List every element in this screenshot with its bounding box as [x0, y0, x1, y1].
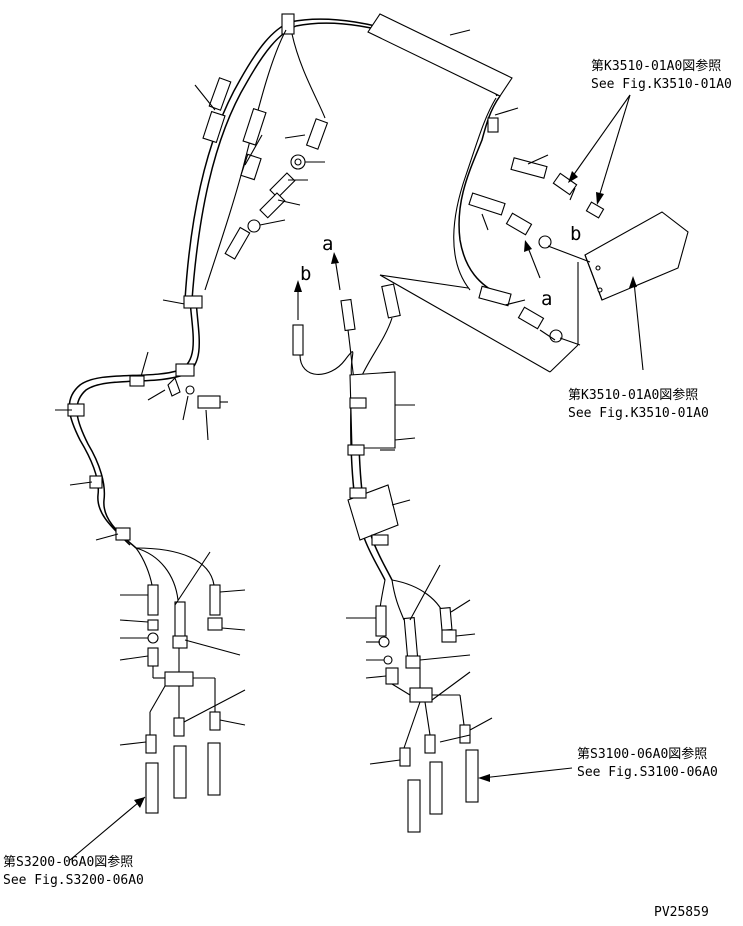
- bottom-center-bracket: [409, 687, 433, 703]
- marker-a-right: a: [541, 288, 552, 310]
- clamp-2: [175, 363, 195, 377]
- ref-bottom-left-jp: 第S3200-06A0図参照: [3, 854, 133, 870]
- marker-b-right: b: [570, 223, 581, 245]
- ref-mid-right-en: See Fig.K3510-01A0: [568, 406, 709, 421]
- top-hose-assembly: [184, 13, 513, 301]
- center-sleeve-2: [347, 484, 399, 541]
- ref-top-right-jp: 第K3510-01A0図参照: [591, 58, 721, 74]
- bottom-left-fittings: [69, 551, 246, 861]
- marker-b-left: b: [300, 263, 311, 285]
- drawing-id: PV25859: [654, 905, 709, 920]
- bottom-center-fittings: [346, 564, 573, 833]
- right-clamp: [487, 117, 499, 133]
- bottom-left-bracket: [164, 671, 194, 687]
- marker-a-left: a: [322, 233, 333, 255]
- ref-mid-right-jp: 第K3510-01A0図参照: [568, 387, 698, 403]
- center-sleeve-1: [349, 371, 396, 449]
- left-harness: [55, 295, 228, 601]
- ref-bottom-right-en: See Fig.S3100-06A0: [577, 765, 718, 780]
- leaders-upper-left: [139, 84, 325, 381]
- ref-bottom-right-jp: 第S3100-06A0図参照: [577, 746, 707, 762]
- center-harness: [292, 252, 447, 621]
- clamp-3: [129, 375, 145, 387]
- top-clamp: [281, 13, 295, 35]
- right-assembly: [379, 29, 689, 373]
- upper-left-fittings: [202, 77, 329, 260]
- clamp-1: [183, 295, 203, 309]
- ref-bottom-left-en: See Fig.S3200-06A0: [3, 873, 144, 888]
- top-sleeve: [367, 13, 513, 97]
- ref-top-right-en: See Fig.K3510-01A0: [591, 77, 732, 92]
- clamp-6: [115, 527, 131, 541]
